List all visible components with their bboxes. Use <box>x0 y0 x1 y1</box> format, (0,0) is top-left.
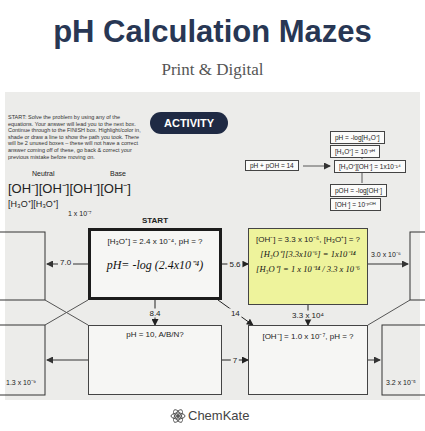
node-text: [OH⁻] = 3.3 x 10⁻⁶, [H₃O⁺] = ? <box>256 233 360 244</box>
node-text: [H₃O⁺][OH⁻] = 1x10⁻¹⁴ <box>339 162 401 171</box>
node-text: [OH⁻] = 1.0 x 10⁻⁷, pH = ? <box>262 330 353 341</box>
node-text: [H₃O⁺][3.3x10⁻⁶] = 1x10⁻¹⁴ <box>260 248 355 259</box>
ion-header: [H₃O⁺][H₃O⁺] <box>8 197 58 210</box>
brand-name: ChemKate <box>188 408 249 423</box>
equation-box: pH + pOH = 14 <box>245 160 299 171</box>
node-text: pH= -log (2.4x10⁻⁴) <box>107 256 204 273</box>
start-label: START <box>91 216 219 225</box>
answer-label: 3.3 x 10⁴ <box>290 311 326 320</box>
equation-box: [H₃O⁺][OH⁻] = 1x10⁻¹⁴ <box>334 160 406 173</box>
title: pH Calculation Mazes <box>0 14 425 50</box>
node-text: pH = 10, A/B/N? <box>126 330 184 339</box>
answer-label: 8.4 <box>147 308 162 317</box>
ion-header: [OH⁻][OH⁻][OH⁻][OH⁻] <box>8 179 131 197</box>
subtitle: Print & Digital <box>0 60 425 80</box>
maze-box: [OH⁻] = 3.3 x 10⁻⁶, [H₃O⁺] = ? [H₃O⁺][3.3… <box>248 228 368 305</box>
maze-box: pH = 10, A/B/N? <box>88 325 222 395</box>
node-text: [H₃O⁺] = 10⁻ᵖᴴ <box>335 147 375 156</box>
answer-label: 5.6 <box>227 260 242 269</box>
answer-label: 1.3 x 10⁻⁹ <box>6 378 36 387</box>
maze-box: [OH⁻] = 1.0 x 10⁻⁷, pH = ? <box>248 325 368 395</box>
equation-box: pOH = -log[OH⁻] <box>330 184 387 197</box>
value-label: 1 x 10⁻⁷ <box>68 209 92 218</box>
node-text: pOH = -log[OH⁻] <box>335 186 382 195</box>
answer-label: 3.0 x 10⁻⁶ <box>371 250 401 259</box>
answer-label: 7.0 <box>58 258 73 267</box>
answer-label: 14 <box>229 308 242 317</box>
node-text: [H₃O⁺] = 2.4 x 10⁻⁴, pH = ? <box>108 235 203 246</box>
node-text: ACTIVITY <box>164 117 214 129</box>
answer-label: 7 <box>231 356 239 365</box>
column-label: Base <box>110 170 126 177</box>
equation-box: pH = -log[H₃O⁺] <box>330 131 385 144</box>
logo-icon <box>171 408 185 423</box>
equation-box: [OH⁻] = 10⁻ᵖᴼᴴ <box>330 198 381 211</box>
node-text: [H₃O⁺] = 1 x 10⁻¹⁴ / 3.3 x 10⁻⁶ <box>256 263 360 274</box>
instructions: START: Solve the problem by using any of… <box>8 114 146 160</box>
node-text: [OH⁻] = 10⁻ᵖᴼᴴ <box>335 200 376 209</box>
equation-box: [H₃O⁺] = 10⁻ᵖᴴ <box>330 145 380 158</box>
activity-badge: ACTIVITY <box>150 112 228 134</box>
node-text: pH = -log[H₃O⁺] <box>335 133 380 142</box>
answer-label: 3.2 x 10⁻⁵ <box>386 378 416 387</box>
node-text: pH + pOH = 14 <box>250 162 294 169</box>
maze-box: START[H₃O⁺] = 2.4 x 10⁻⁴, pH = ?pH= -log… <box>88 228 222 300</box>
column-label: Neutral <box>32 170 55 177</box>
